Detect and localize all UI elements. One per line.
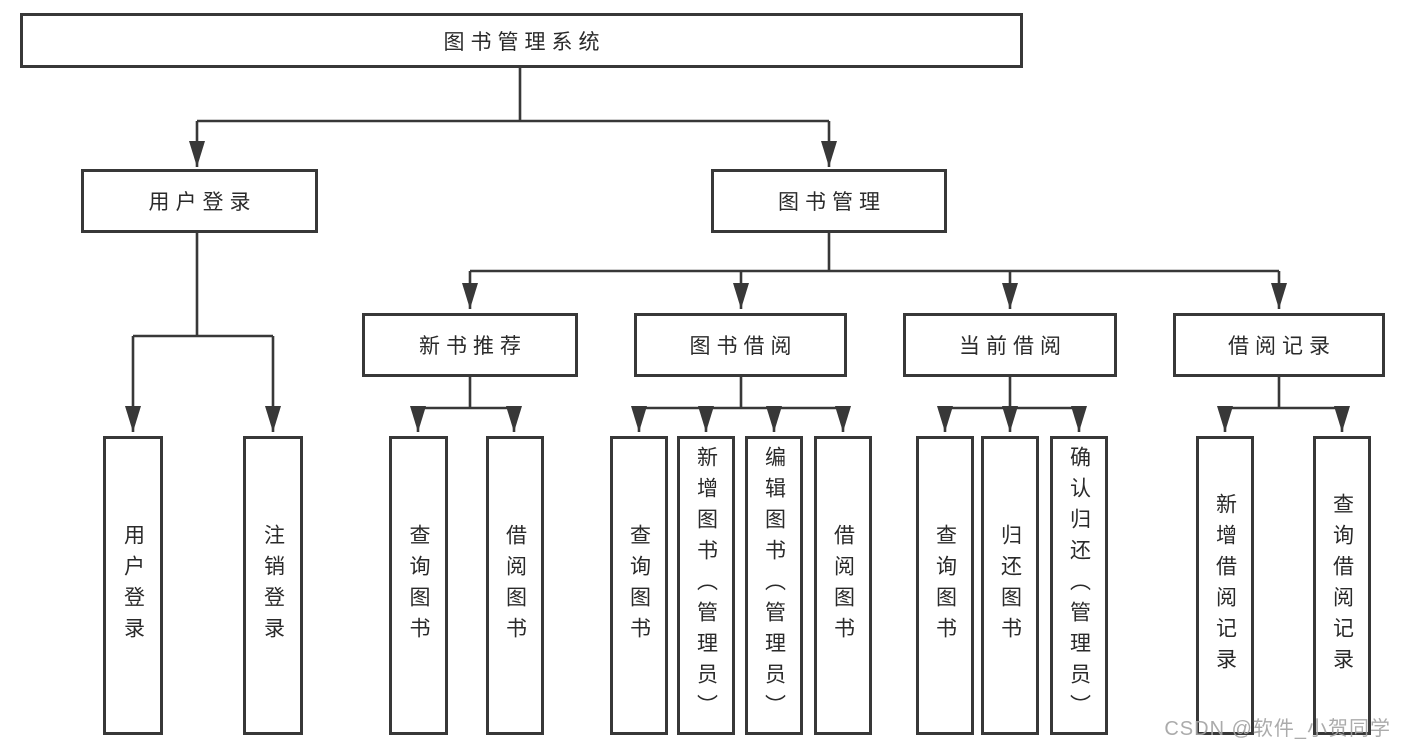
node-label: 确认归还（管理员）: [1067, 446, 1091, 725]
node-label: 借阅图书: [831, 523, 855, 648]
node-borrowing-records: 借阅记录: [1173, 313, 1385, 377]
watermark: CSDN @软件_小贺同学: [1164, 718, 1391, 740]
node-system-root: 图书管理系统: [20, 13, 1023, 68]
leaf-logout: 注销登录: [243, 436, 303, 735]
edge-borrowing-records-to-leaves: [1217, 377, 1350, 432]
leaf-query-books-current: 查询图书: [916, 436, 974, 735]
leaf-return-books: 归还图书: [981, 436, 1039, 735]
node-current-borrowing: 当前借阅: [903, 313, 1117, 377]
leaf-query-books-borrowing: 查询图书: [610, 436, 668, 735]
node-book-borrowing: 图书借阅: [634, 313, 847, 377]
leaf-user-login: 用户登录: [103, 436, 163, 735]
node-label: 查询借阅记录: [1330, 492, 1354, 679]
leaf-query-books-recommendation: 查询图书: [389, 436, 448, 735]
leaf-borrow-books-recommendation: 借阅图书: [486, 436, 544, 735]
node-label: 注销登录: [261, 523, 285, 648]
node-label: 用户登录: [121, 523, 145, 648]
node-label: 图书管理系统: [443, 30, 606, 54]
node-label: 借阅记录: [1228, 335, 1336, 358]
leaf-add-borrow-record: 新增借阅记录: [1196, 436, 1254, 735]
node-label: 用户登录: [148, 191, 257, 214]
leaf-edit-books-admin: 编辑图书（管理员）: [745, 436, 803, 735]
edge-new-book-recommendation-to-leaves: [410, 377, 522, 432]
node-label: 编辑图书（管理员）: [762, 446, 786, 725]
node-label: 图书管理: [778, 191, 886, 214]
node-book-management: 图书管理: [711, 169, 947, 233]
node-label: 图书借阅: [689, 335, 798, 358]
node-label: 查询图书: [407, 523, 431, 648]
node-label: 当前借阅: [959, 335, 1067, 358]
node-new-book-recommendation: 新书推荐: [362, 313, 578, 377]
edge-book-management-to-level3: [462, 233, 1287, 309]
edge-user-login-to-leaves: [125, 233, 281, 432]
node-label: 查询图书: [627, 523, 651, 648]
leaf-query-borrow-record: 查询借阅记录: [1313, 436, 1371, 735]
leaf-confirm-return-admin: 确认归还（管理员）: [1050, 436, 1108, 735]
leaf-add-books-admin: 新增图书（管理员）: [677, 436, 735, 735]
leaf-borrow-books-borrowing: 借阅图书: [814, 436, 872, 735]
node-label: 新增图书（管理员）: [694, 446, 718, 725]
node-user-login: 用户登录: [81, 169, 318, 233]
edge-root-to-level2: [189, 68, 837, 167]
node-label: 查询图书: [933, 523, 957, 648]
edge-current-borrowing-to-leaves: [937, 377, 1087, 432]
node-label: 新书推荐: [419, 335, 527, 358]
edge-book-borrowing-to-leaves: [631, 377, 851, 432]
node-label: 归还图书: [998, 523, 1022, 648]
node-label: 借阅图书: [503, 523, 527, 648]
node-label: 新增借阅记录: [1213, 492, 1237, 679]
